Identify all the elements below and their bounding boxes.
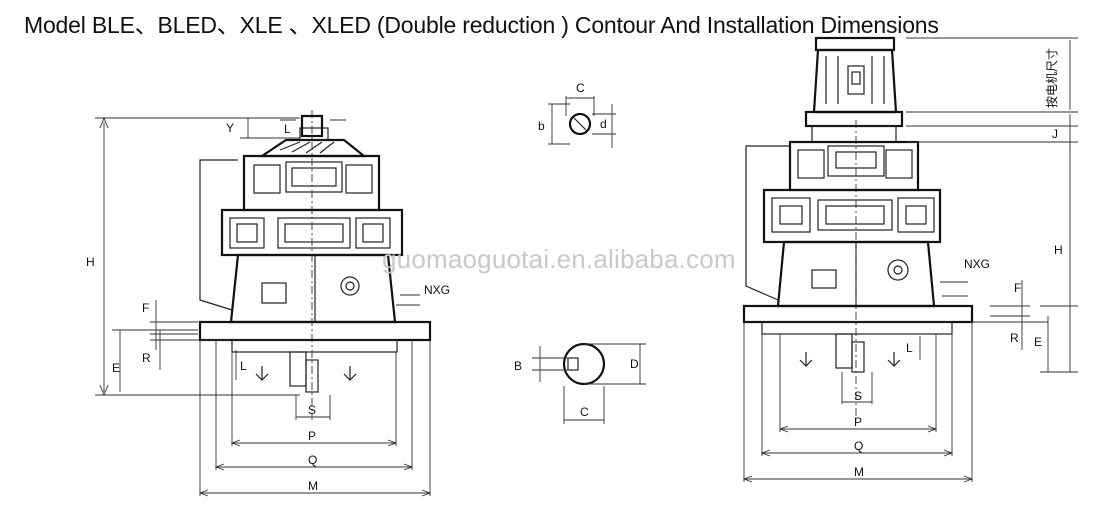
dim-label-m: M (308, 479, 318, 493)
dim-label-q: Q (308, 453, 317, 467)
left-reducer-view: H Y L F R E L NXG S P Q M (86, 110, 450, 497)
dim-label-d-bottom: D (630, 357, 639, 371)
shaft-top-section: C b d (538, 81, 616, 148)
dim-label-r: R (142, 351, 151, 365)
dim-label-s: S (308, 403, 316, 417)
dim-label-nxg: NXG (424, 283, 450, 297)
page-title: Model BLE、BLED、XLE 、XLED (Double reducti… (24, 12, 939, 38)
dim-label-h: H (86, 255, 95, 269)
motor-dimension-note: 按电机尺寸 (1045, 48, 1059, 108)
dim-label-j: J (1052, 127, 1058, 141)
dim-label-d: d (600, 117, 607, 131)
right-reducer-view: 按电机尺寸 J H NXG F R E L S P Q M (742, 36, 1078, 483)
dim-label-y: Y (226, 121, 234, 135)
dim-label-r-right: R (1010, 331, 1019, 345)
dim-label-s-right: S (854, 389, 862, 403)
dim-label-p: P (308, 429, 316, 443)
dim-label-m-right: M (854, 465, 864, 479)
dim-label-l-top: L (284, 122, 291, 136)
dim-label-q-right: Q (854, 439, 863, 453)
dim-label-l-right: L (906, 341, 913, 355)
dim-label-e: E (112, 361, 120, 375)
dim-label-l: L (240, 359, 247, 373)
dim-label-c-bottom: C (580, 405, 589, 419)
dim-label-nxg-right: NXG (964, 257, 990, 271)
dim-label-f: F (142, 301, 149, 315)
dim-label-c-top: C (576, 81, 585, 95)
watermark-text: guomaoguotai.en.alibaba.com (382, 244, 736, 274)
shaft-bottom-section: B D C (514, 342, 646, 424)
dim-label-e-right: E (1034, 335, 1042, 349)
dim-label-h-right: H (1054, 243, 1063, 257)
dim-label-p-right: P (854, 415, 862, 429)
dim-label-f-right: F (1014, 281, 1021, 295)
dim-label-b-bottom: B (514, 359, 522, 373)
dim-label-b: b (538, 119, 545, 133)
